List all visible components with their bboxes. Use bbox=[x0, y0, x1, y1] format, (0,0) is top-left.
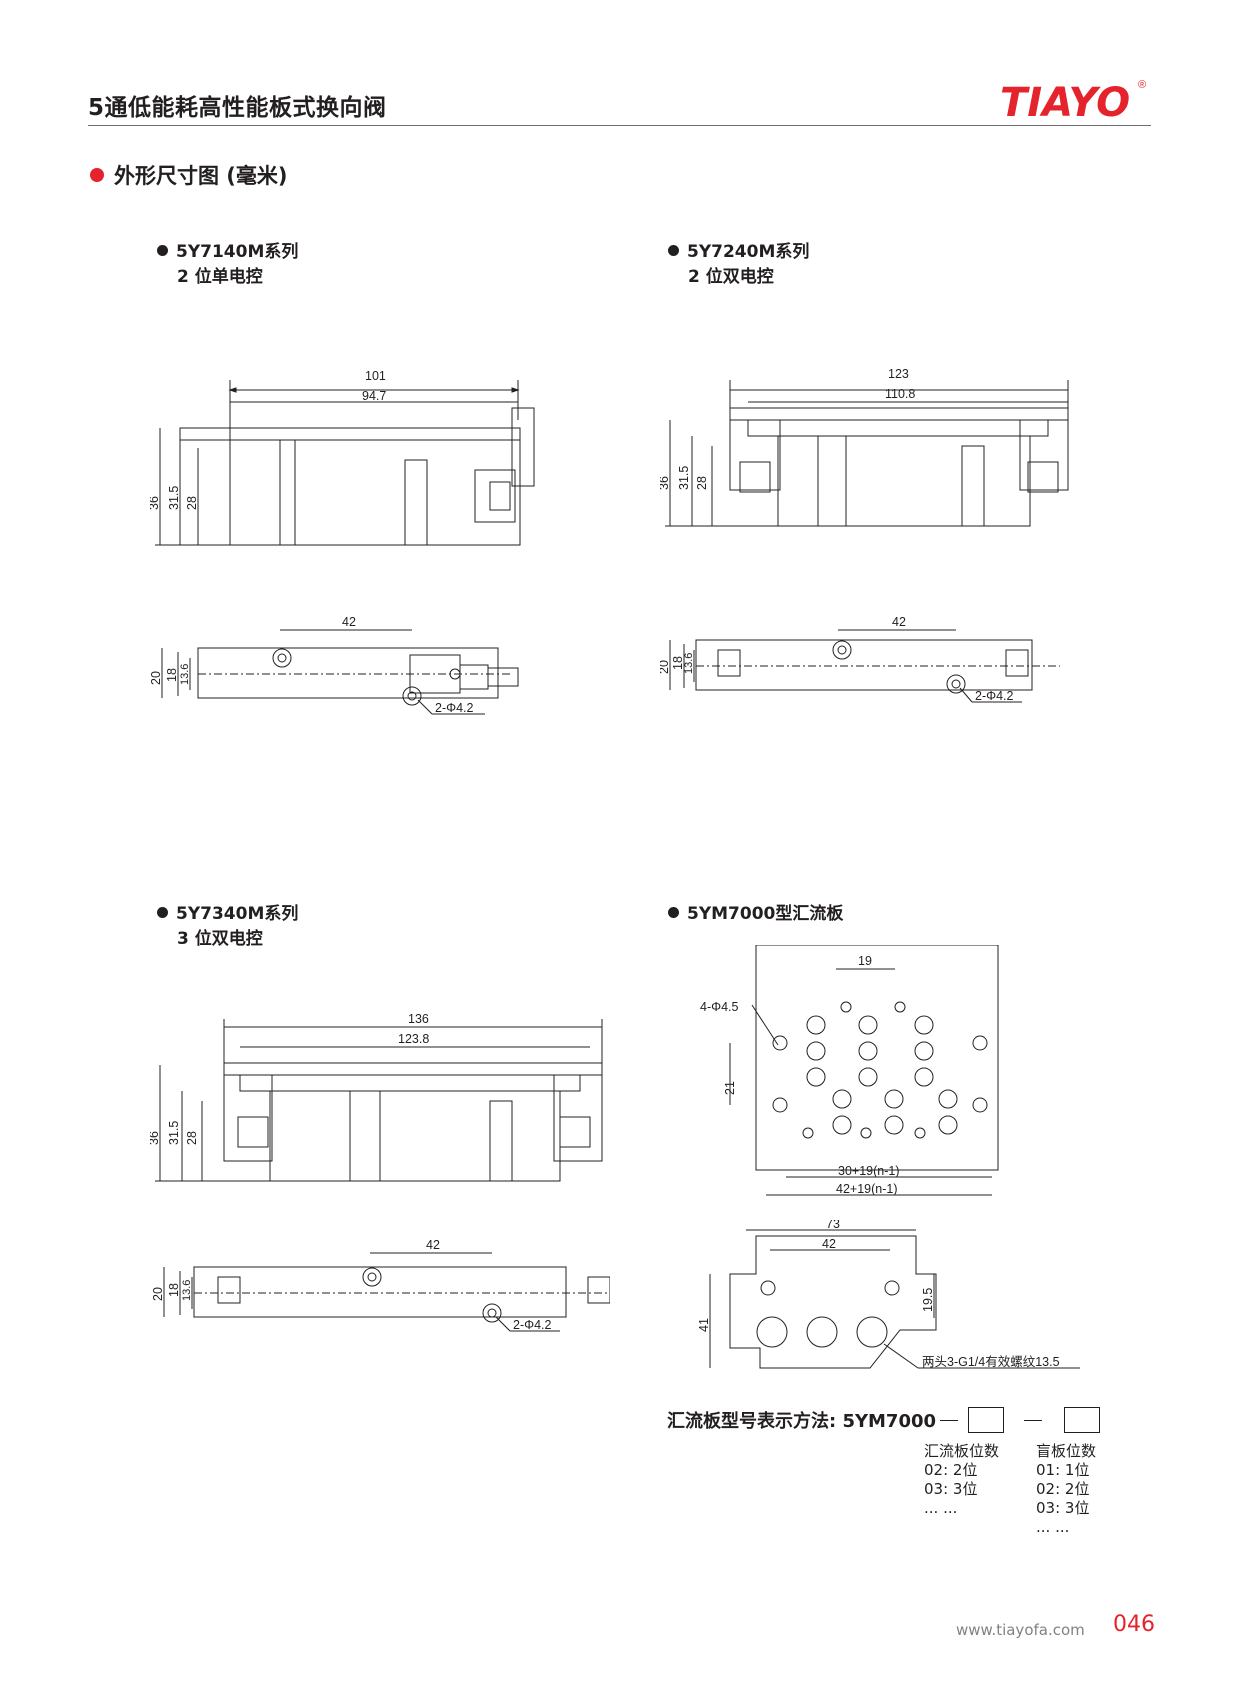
page-header-title: 5通低能耗高性能板式换向阀 bbox=[88, 95, 387, 121]
legend-item: 03: 3位 bbox=[924, 1480, 978, 1498]
svg-text:42: 42 bbox=[426, 1238, 440, 1252]
svg-text:36: 36 bbox=[660, 476, 671, 490]
svg-text:20: 20 bbox=[150, 671, 163, 685]
footer-url: www.tiayofa.com bbox=[956, 1621, 1085, 1639]
model-heading: 5Y7240M系列 2 位双电控 bbox=[668, 240, 809, 290]
svg-text:2-Φ4.2: 2-Φ4.2 bbox=[975, 689, 1014, 703]
blank-plate-box bbox=[1064, 1407, 1101, 1433]
svg-text:19.5: 19.5 bbox=[921, 1288, 935, 1312]
drawing-5y7240m-side: 123 110.8 36 31.5 28 bbox=[660, 360, 1080, 530]
manifold-positions-box bbox=[968, 1407, 1005, 1433]
model-name: 5Y7140M系列 bbox=[176, 242, 299, 262]
drawing-5y7340m-bottom: 42 20 18 13.6 2-Φ4.2 bbox=[150, 1235, 610, 1355]
legend-item: 01: 1位 bbox=[1036, 1461, 1090, 1479]
svg-text:20: 20 bbox=[151, 1287, 165, 1301]
legend-item: 02: 2位 bbox=[1036, 1480, 1090, 1498]
legend-item: 03: 3位 bbox=[1036, 1499, 1090, 1517]
legend-item: ... ... bbox=[1036, 1518, 1070, 1536]
svg-text:30+19(n-1): 30+19(n-1) bbox=[838, 1164, 900, 1178]
legend-item: 02: 2位 bbox=[924, 1461, 978, 1479]
svg-text:两头3-G1/4有效螺纹13.5: 两头3-G1/4有效螺纹13.5 bbox=[922, 1354, 1060, 1369]
manifold-code-label: 汇流板型号表示方法: 5YM7000 bbox=[667, 1411, 937, 1432]
model-desc: 2 位单电控 bbox=[177, 267, 263, 287]
bullet-icon bbox=[157, 906, 168, 918]
model-name: 5Y7240M系列 bbox=[687, 242, 810, 262]
svg-text:36: 36 bbox=[150, 496, 161, 510]
manifold-positions-legend: 汇流板位数 02: 2位 03: 3位 ... ... bbox=[924, 1442, 999, 1518]
svg-text:136: 136 bbox=[408, 1012, 429, 1026]
legend-item: ... ... bbox=[924, 1499, 958, 1517]
svg-text:42: 42 bbox=[892, 615, 906, 629]
model-desc: 2 位双电控 bbox=[688, 267, 774, 287]
tiayo-logo: TIAYO ® bbox=[1000, 76, 1150, 126]
section-title: 外形尺寸图 (毫米) bbox=[90, 160, 288, 190]
model-heading: 5Y7140M系列 2 位单电控 bbox=[157, 240, 298, 290]
svg-text:42: 42 bbox=[342, 615, 356, 629]
svg-text:19: 19 bbox=[858, 954, 872, 968]
svg-text:123: 123 bbox=[888, 367, 909, 381]
svg-text:28: 28 bbox=[695, 476, 709, 490]
svg-text:31.5: 31.5 bbox=[677, 466, 691, 490]
svg-text:101: 101 bbox=[365, 369, 386, 383]
header-divider bbox=[88, 125, 1151, 126]
svg-text:110.8: 110.8 bbox=[885, 387, 915, 401]
svg-text:28: 28 bbox=[185, 1131, 199, 1145]
model-heading: 5YM7000型汇流板 bbox=[668, 902, 843, 927]
svg-text:4-Φ4.5: 4-Φ4.5 bbox=[700, 1000, 739, 1014]
svg-text:123.8: 123.8 bbox=[398, 1032, 429, 1046]
svg-text:41: 41 bbox=[697, 1318, 711, 1332]
section-title-text: 外形尺寸图 (毫米) bbox=[114, 164, 288, 188]
code-dash bbox=[1024, 1419, 1043, 1421]
svg-text:13.6: 13.6 bbox=[181, 1280, 193, 1301]
svg-text:18: 18 bbox=[167, 1283, 181, 1297]
model-desc: 3 位双电控 bbox=[177, 929, 263, 949]
svg-text:31.5: 31.5 bbox=[167, 486, 181, 510]
svg-text:94.7: 94.7 bbox=[362, 389, 386, 403]
bullet-icon bbox=[157, 244, 168, 256]
svg-text:2-Φ4.2: 2-Φ4.2 bbox=[513, 1318, 552, 1332]
bullet-icon bbox=[668, 244, 679, 256]
model-name: 5YM7000型汇流板 bbox=[687, 904, 844, 924]
drawing-5y7240m-bottom: 42 20 18 13.6 2-Φ4.2 bbox=[660, 610, 1080, 720]
legend-title: 盲板位数 bbox=[1036, 1442, 1097, 1460]
svg-text:42: 42 bbox=[822, 1237, 836, 1251]
svg-text:18: 18 bbox=[671, 656, 685, 670]
svg-text:20: 20 bbox=[660, 660, 671, 674]
drawing-5ym7000-plan: 19 4-Φ4.5 21 30+19(n-1) 42+19(n-1) bbox=[690, 945, 1010, 1215]
drawing-5y7140m-side: 101 94.7 36 31.5 28 bbox=[150, 360, 550, 550]
registered-mark: ® bbox=[1138, 79, 1146, 91]
svg-text:18: 18 bbox=[165, 668, 179, 682]
model-heading: 5Y7340M系列 3 位双电控 bbox=[157, 902, 298, 952]
svg-text:42+19(n-1): 42+19(n-1) bbox=[836, 1182, 898, 1196]
red-bullet-icon bbox=[90, 168, 104, 182]
svg-text:13.6: 13.6 bbox=[179, 664, 191, 685]
svg-text:36: 36 bbox=[150, 1131, 161, 1145]
manifold-code-line: 汇流板型号表示方法: 5YM7000 bbox=[667, 1407, 1106, 1433]
code-dash bbox=[940, 1419, 959, 1421]
drawing-5y7340m-side: 136 123.8 36 31.5 28 bbox=[150, 1005, 610, 1185]
svg-text:73: 73 bbox=[826, 1220, 840, 1231]
model-name: 5Y7340M系列 bbox=[176, 904, 299, 924]
legend-title: 汇流板位数 bbox=[924, 1442, 1000, 1460]
svg-text:28: 28 bbox=[185, 496, 199, 510]
page-number: 046 bbox=[1113, 1612, 1155, 1637]
svg-text:13.6: 13.6 bbox=[683, 653, 695, 674]
bullet-icon bbox=[668, 906, 679, 918]
drawing-5ym7000-end: 73 42 41 19.5 两头3-G1/4有效螺纹13.5 bbox=[690, 1220, 1110, 1380]
blank-plate-legend: 盲板位数 01: 1位 02: 2位 03: 3位 ... ... bbox=[1036, 1442, 1096, 1537]
drawing-5y7140m-bottom: 42 20 18 13.6 2-Φ4.2 bbox=[150, 610, 550, 740]
svg-text:31.5: 31.5 bbox=[167, 1121, 181, 1145]
svg-text:2-Φ4.2: 2-Φ4.2 bbox=[435, 701, 474, 715]
logo-text: TIAYO bbox=[1000, 80, 1130, 126]
